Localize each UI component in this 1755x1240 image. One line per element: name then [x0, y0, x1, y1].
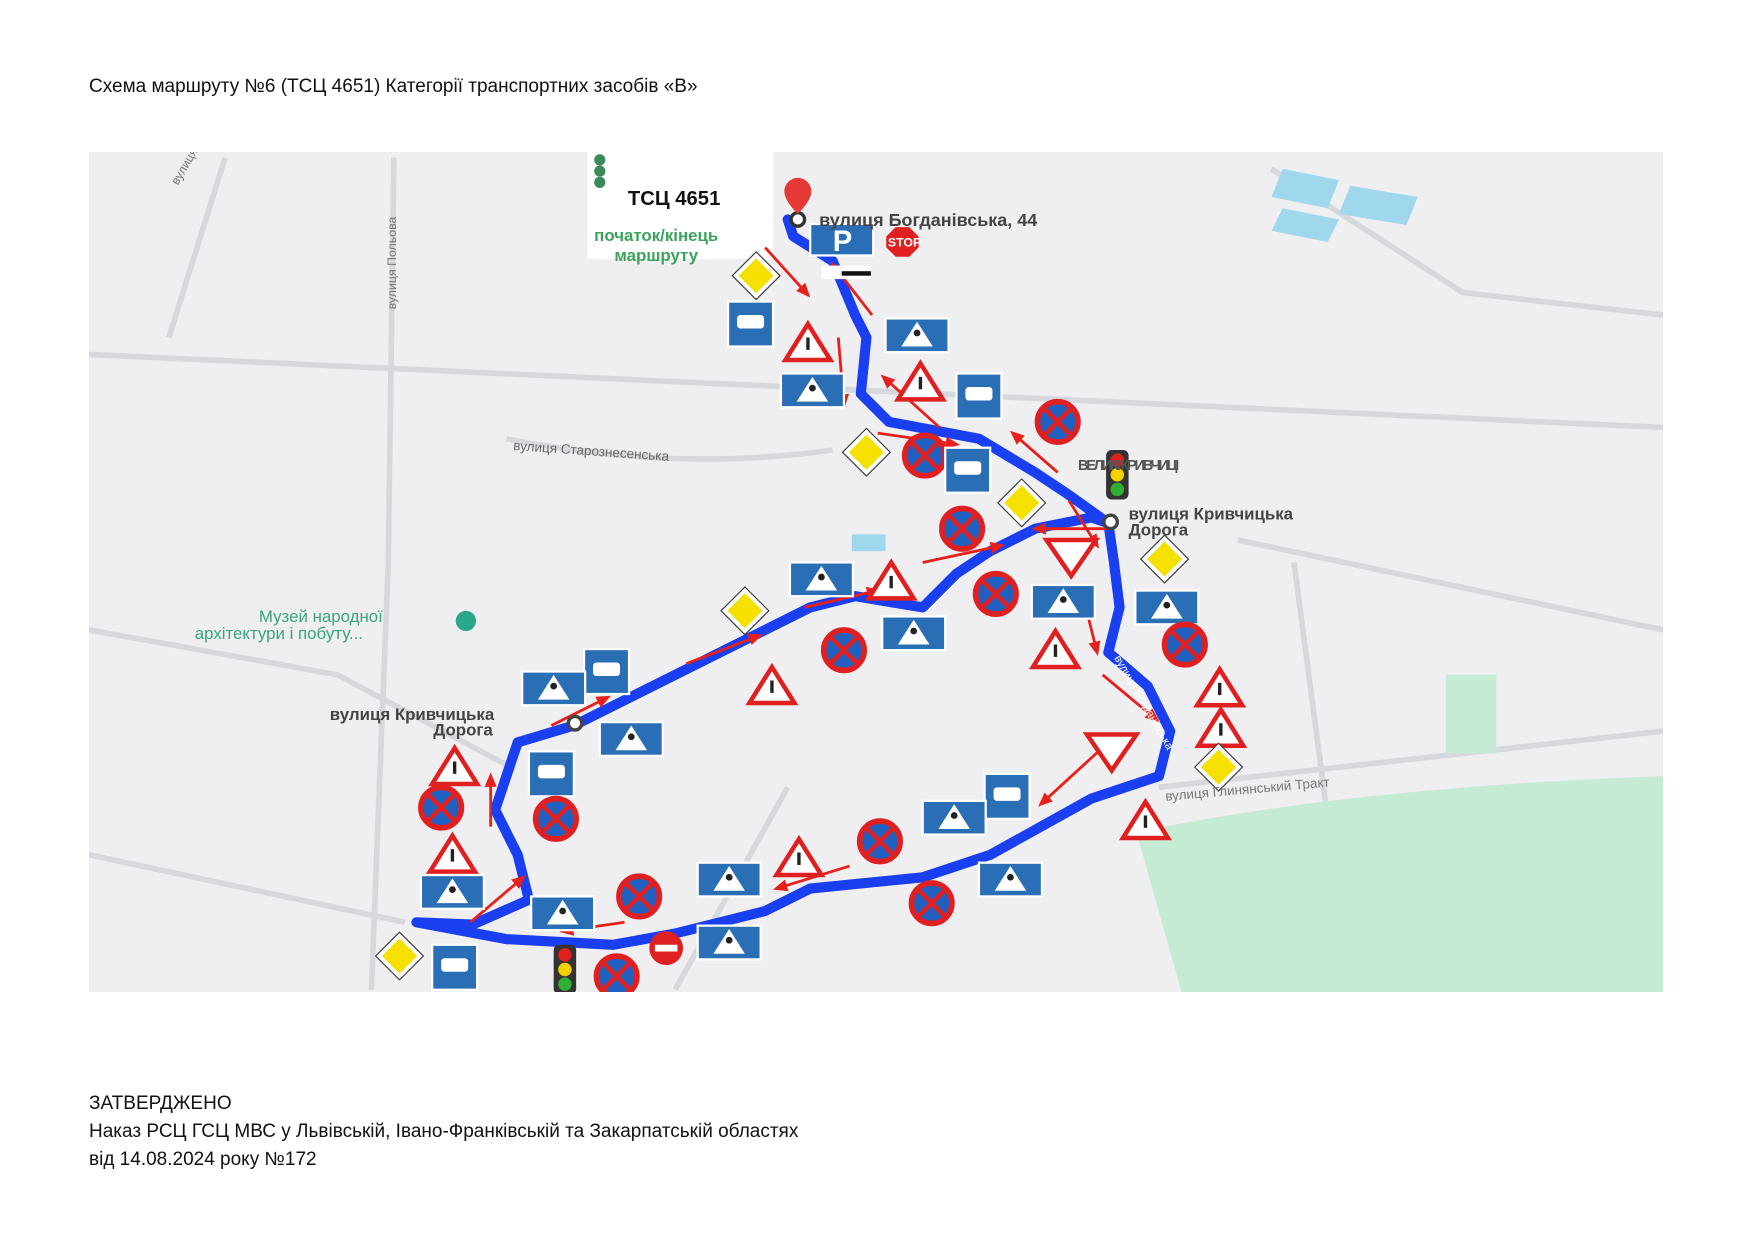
children-sign-icon — [864, 558, 918, 601]
location-pin-icon — [784, 177, 812, 214]
warning-triangle-sign-icon — [1118, 797, 1173, 841]
no-stopping-sign-icon — [532, 795, 579, 842]
crosswalk-sign-icon — [977, 861, 1044, 898]
crosswalk-sign-icon — [921, 799, 987, 836]
stop-sign-icon: STOP — [886, 227, 921, 257]
no-entry-sign-icon — [649, 931, 684, 966]
main-road-sign-icon — [374, 931, 425, 981]
crosswalk-sign-icon — [598, 720, 664, 757]
crosswalk-sign-icon — [881, 615, 947, 652]
crosswalk-sign-icon — [530, 895, 596, 932]
svg-text:STOP: STOP — [888, 235, 921, 249]
street-label: вулиця Кривчицька — [330, 705, 495, 724]
museum-icon — [455, 610, 477, 632]
crosswalk-sign-icon — [696, 861, 762, 898]
warning-triangle-sign-icon — [1028, 626, 1083, 670]
approval-order: Наказ РСЦ ГСЦ МВС у Львівській, Івано-Фр… — [89, 1121, 799, 1142]
crosswalk-sign-icon — [419, 873, 486, 910]
start-marker-icon — [789, 211, 807, 228]
fuel-sign-icon — [431, 943, 479, 991]
parking-sign-icon: P — [809, 222, 875, 258]
street-label: Дорога — [1129, 520, 1189, 539]
traffic-light-sign-icon — [1106, 449, 1129, 500]
no-stopping-sign-icon — [616, 873, 663, 920]
address-label: вулиця Богданівська, 44 — [819, 210, 1037, 230]
waypoint-marker-icon — [566, 714, 584, 732]
no-stopping-sign-icon — [1161, 621, 1208, 668]
overtake-sign-icon — [821, 265, 871, 280]
main-road-sign-icon — [731, 251, 781, 301]
approval-block: ЗАТВЕРДЖЕНО Наказ РСЦ ГСЦ МВС у Львівськ… — [89, 1090, 798, 1174]
main-road-sign-icon — [841, 427, 892, 477]
approval-date: від 14.08.2024 року №172 — [89, 1149, 317, 1170]
no-stopping-sign-icon — [820, 627, 867, 674]
museum-label: архітектури і побуту... — [195, 624, 363, 643]
give-way-sign-icon — [1042, 537, 1101, 580]
main-road-sign-icon — [1193, 742, 1244, 792]
no-stopping-sign-icon — [939, 505, 986, 552]
bus-stop-sign-icon — [726, 300, 775, 348]
crosswalk-sign-icon — [1134, 589, 1200, 626]
main-road-sign-icon — [1139, 534, 1190, 584]
start-label: маршруту — [614, 246, 698, 265]
bus-stop-sign-icon — [527, 750, 576, 798]
no-stopping-sign-icon — [1034, 398, 1081, 445]
warning-triangle-sign-icon — [428, 743, 482, 787]
warning-triangle-sign-icon — [1193, 665, 1247, 708]
label-box — [587, 152, 774, 259]
crosswalk-sign-icon — [521, 670, 587, 707]
no-stopping-sign-icon — [901, 432, 949, 479]
warning-triangle-sign-icon — [781, 319, 835, 363]
approval-heading: ЗАТВЕРДЖЕНО — [89, 1093, 232, 1114]
museum-label: Музей народної — [259, 607, 383, 626]
warning-triangle-sign-icon — [893, 359, 948, 402]
bus-stop-sign-icon — [983, 772, 1031, 820]
crosswalk-sign-icon — [779, 372, 846, 409]
traffic-light-sign-icon — [553, 944, 577, 992]
warning-triangle-sign-icon — [745, 662, 799, 706]
children-sign-icon — [425, 831, 479, 874]
bus-stop-sign-icon — [944, 446, 992, 494]
route-map: P STOP ТСЦ 4651 початок/кінець маршруту в… — [89, 152, 1663, 992]
warning-triangle-sign-icon — [772, 834, 826, 878]
waypoint-marker-icon — [1102, 513, 1120, 531]
no-stopping-sign-icon — [418, 784, 465, 831]
give-way-sign-icon — [1082, 732, 1141, 775]
street-label: вулиця Кривчицька — [1129, 505, 1294, 524]
bus-stop-sign-icon — [582, 647, 631, 696]
start-label: початок/кінець — [594, 226, 718, 245]
street-label: вулиця Польова — [385, 216, 399, 309]
crosswalk-sign-icon — [788, 561, 855, 598]
district-label: ВЕЛИКІ КРИВЧИЦІ — [1078, 458, 1179, 474]
crosswalk-sign-icon — [696, 924, 762, 961]
street-label: Дорога — [433, 721, 493, 740]
no-stopping-sign-icon — [593, 953, 640, 992]
park-area — [1136, 776, 1663, 992]
svg-text:P: P — [833, 226, 853, 258]
no-stopping-sign-icon — [972, 570, 1019, 617]
main-road-sign-icon — [720, 586, 770, 636]
crosswalk-sign-icon — [884, 317, 950, 354]
no-stopping-sign-icon — [856, 818, 904, 865]
park-area — [1445, 674, 1497, 754]
main-road-sign-icon — [997, 478, 1047, 528]
crosswalk-sign-icon — [1030, 583, 1096, 620]
center-label: ТСЦ 4651 — [628, 188, 720, 210]
page-title: Схема маршруту №6 (ТСЦ 4651) Категорії т… — [89, 76, 698, 97]
fuel-sign-icon — [955, 372, 1003, 420]
no-stopping-sign-icon — [908, 880, 955, 927]
